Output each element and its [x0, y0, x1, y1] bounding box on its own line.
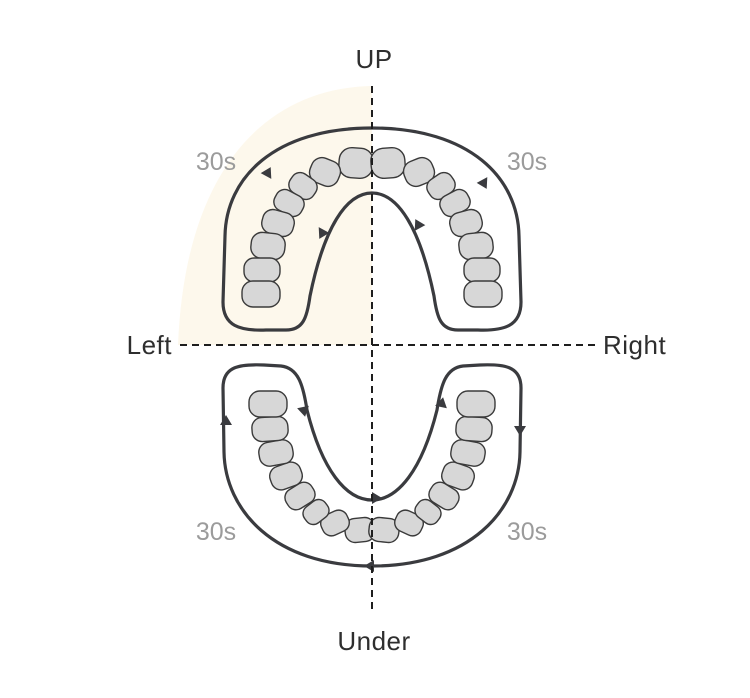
tooth-icon — [370, 146, 406, 180]
label-right: Right — [603, 330, 666, 360]
tooth-icon — [248, 390, 288, 418]
time-lower-left: 30s — [196, 518, 236, 546]
tooth-icon — [456, 390, 496, 418]
direction-arrow-icon — [220, 415, 232, 425]
tooth-icon — [302, 498, 330, 526]
direction-arrow-icon — [372, 492, 382, 504]
label-up: UP — [355, 44, 392, 74]
tooth-icon — [243, 257, 281, 283]
tooth-icon — [428, 481, 460, 511]
label-under: Under — [337, 626, 410, 656]
upper-arch-icon — [221, 126, 523, 332]
direction-arrow-icon — [260, 167, 272, 179]
direction-arrow-icon — [318, 227, 330, 239]
tooth-icon — [308, 156, 342, 188]
time-upper-right: 30s — [507, 148, 547, 176]
direction-arrows — [220, 167, 526, 572]
time-lower-right: 30s — [507, 518, 547, 546]
tooth-icon — [414, 498, 442, 526]
label-left: Left — [127, 330, 173, 360]
tooth-icon — [394, 509, 424, 537]
direction-arrow-icon — [476, 177, 488, 189]
tooth-icon — [402, 156, 436, 188]
tooth-icon — [368, 516, 400, 544]
direction-arrow-icon — [414, 219, 426, 231]
tooth-icon — [455, 415, 493, 443]
tooth-icon — [320, 509, 350, 537]
tooth-icon — [463, 257, 501, 283]
tooth-icon — [241, 280, 281, 308]
tooth-icon — [284, 481, 316, 511]
direction-arrow-icon — [435, 397, 447, 409]
time-upper-left: 30s — [196, 148, 236, 176]
tooth-icon — [251, 415, 289, 443]
tooth-icon — [458, 231, 494, 261]
direction-arrow-icon — [514, 426, 526, 436]
tooth-icon — [250, 231, 286, 261]
direction-arrow-icon — [297, 405, 309, 417]
tooth-icon — [463, 280, 503, 308]
tooth-icon — [338, 146, 374, 180]
teeth-group — [241, 146, 503, 544]
